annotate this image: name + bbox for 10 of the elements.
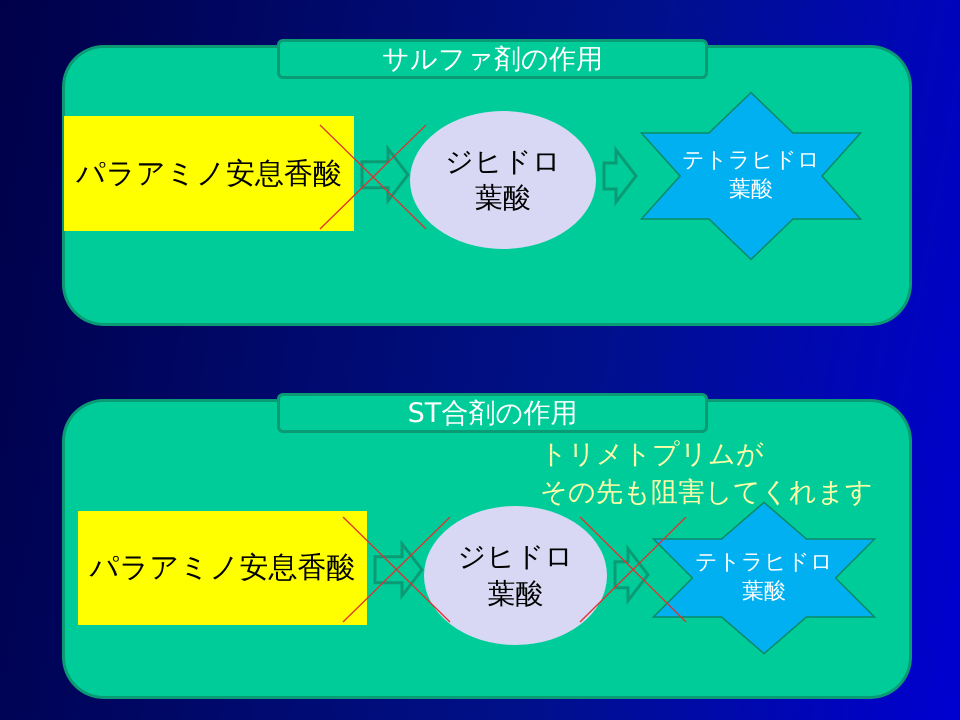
block-arrow <box>374 539 424 600</box>
title-tab: サルファ剤の作用 <box>277 39 708 79</box>
star-shape: テトラヒドロ葉酸 <box>638 90 864 262</box>
note-text: トリメトプリムが <box>540 438 764 472</box>
block-arrow <box>602 146 638 206</box>
block-arrow <box>614 544 650 606</box>
process-box: パラアミノ安息香酸 <box>64 116 354 231</box>
block-arrow <box>360 144 410 206</box>
process-box: パラアミノ安息香酸 <box>78 511 367 625</box>
title-tab: ST合剤の作用 <box>277 393 708 433</box>
